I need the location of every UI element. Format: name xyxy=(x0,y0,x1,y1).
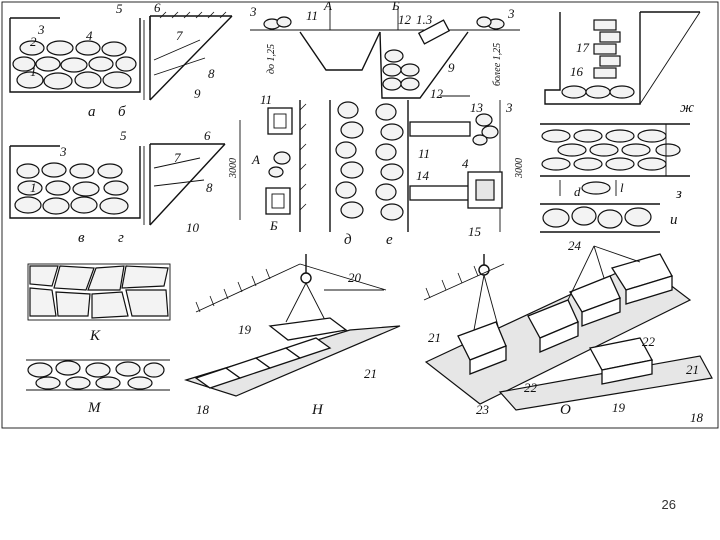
label-fig-i: и xyxy=(670,212,678,228)
label-11c: 11 xyxy=(418,146,430,161)
dim-depth-2: более 1,25 xyxy=(492,43,503,86)
label-6b: 6 xyxy=(204,128,211,143)
label-fig-g: г xyxy=(118,230,124,246)
label-19: 19 xyxy=(238,322,252,337)
label-section-b2: Б xyxy=(269,218,278,233)
panel-n-foundation-pads: 20 19 21 18 Н xyxy=(183,254,401,418)
dim-3000-a: 3000 xyxy=(228,158,239,179)
label-21c: 21 xyxy=(686,362,699,377)
label-11b: 11 xyxy=(260,92,272,107)
label-18b: 18 xyxy=(690,410,704,425)
page-number: 26 xyxy=(661,497,676,512)
label-fig-b: б xyxy=(118,104,126,120)
panel-z-coursed: d l з xyxy=(540,123,690,202)
sections-a-b: 3 11 А Б 12 1.3 3 9 до 1,25 более 1,25 xyxy=(249,0,520,99)
label-21: 21 xyxy=(364,366,377,381)
label-4b: 4 xyxy=(462,156,469,171)
label-5b: 5 xyxy=(120,128,127,143)
label-7b: 7 xyxy=(174,150,181,165)
label-fig-n: Н xyxy=(311,402,324,418)
label-24: 24 xyxy=(568,238,582,253)
panel-v-g-trench: 3 1 5 6 7 8 10 в г xyxy=(9,128,226,246)
label-8b: 8 xyxy=(206,180,213,195)
panel-m-rubble: М xyxy=(26,359,170,416)
label-18: 18 xyxy=(196,402,210,417)
label-14: 14 xyxy=(416,168,430,183)
label-13: 1.3 xyxy=(416,12,433,27)
label-4: 4 xyxy=(86,28,93,43)
label-fig-z: з xyxy=(675,186,682,202)
label-section-a2: А xyxy=(251,152,260,167)
label-10: 10 xyxy=(186,220,200,235)
label-12: 12 xyxy=(398,12,412,27)
label-fig-v: в xyxy=(78,230,85,246)
dim-3000-b: 3000 xyxy=(514,158,525,179)
label-8: 8 xyxy=(208,66,215,81)
label-19b: 19 xyxy=(612,400,626,415)
label-6: 6 xyxy=(154,0,161,15)
construction-technical-drawing: 3 4 2 1 5 6 7 8 9 а б 3 1 5 6 7 8 xyxy=(0,0,720,430)
label-15: 15 xyxy=(468,224,482,239)
label-22b: 22 xyxy=(524,380,538,395)
label-fig-zh: ж xyxy=(680,100,694,116)
label-9: 9 xyxy=(194,86,201,101)
label-fig-a: а xyxy=(88,104,96,120)
label-fig-o: О xyxy=(560,402,571,418)
label-fig-e: е xyxy=(386,232,393,248)
panel-i-rubble: и xyxy=(540,203,678,233)
label-9b: 9 xyxy=(448,60,455,75)
label-3b: 3 xyxy=(59,144,67,159)
label-7: 7 xyxy=(176,28,183,43)
label-17: 17 xyxy=(576,40,590,55)
label-20: 20 xyxy=(348,270,362,285)
label-21b: 21 xyxy=(428,330,441,345)
label-11: 11 xyxy=(306,8,318,23)
panel-k-polygonal: К xyxy=(27,263,171,344)
label-5: 5 xyxy=(116,1,123,16)
plan-posts: 11 А Б 3000 xyxy=(228,92,331,233)
dim-l: l xyxy=(620,180,624,195)
panel-zh-wall: 17 16 ж xyxy=(544,11,701,116)
drawing-frame xyxy=(1,1,719,429)
label-3e: 3 xyxy=(505,100,513,115)
label-22: 22 xyxy=(642,334,656,349)
label-1: 1 xyxy=(30,64,37,79)
label-16: 16 xyxy=(570,64,584,79)
panel-a-b-trench: 3 4 2 1 5 6 7 8 9 а б xyxy=(9,0,233,120)
label-2: 2 xyxy=(30,34,37,49)
label-23: 23 xyxy=(476,402,490,417)
label-13b: 13 xyxy=(470,100,484,115)
label-3d: 3 xyxy=(507,6,515,21)
panel-d-e-wall: 12 13 3 11 4 14 15 д е 3000 xyxy=(335,86,525,248)
label-fig-k: К xyxy=(89,328,101,344)
label-fig-d: д xyxy=(344,232,352,248)
panel-o-prefab-blocks: 24 21 22 22 21 23 О 19 18 xyxy=(423,238,713,425)
dim-d: d xyxy=(574,184,581,199)
label-12b: 12 xyxy=(430,86,444,101)
label-fig-m: М xyxy=(87,400,102,416)
label-3: 3 xyxy=(37,22,45,37)
label-section-b: Б xyxy=(391,0,400,13)
label-1b: 1 xyxy=(30,180,37,195)
label-3c: 3 xyxy=(249,4,257,19)
dim-depth-1: до 1,25 xyxy=(266,44,277,74)
label-section-a: А xyxy=(323,0,332,13)
